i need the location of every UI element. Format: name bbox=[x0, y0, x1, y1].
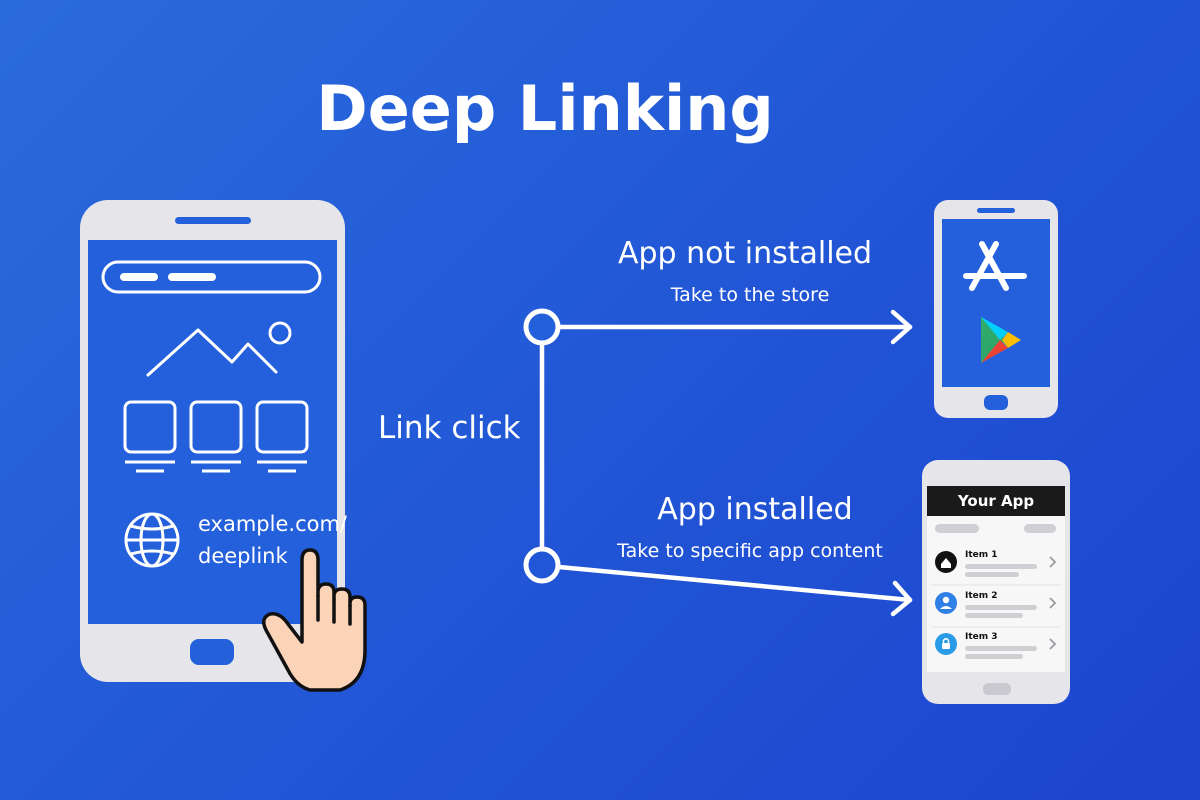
arrowhead-installed bbox=[890, 580, 913, 617]
store-phone-speaker bbox=[977, 208, 1015, 213]
app-phone-home-button[interactable] bbox=[983, 683, 1011, 695]
app-header-title: Your App bbox=[957, 492, 1035, 510]
app-item-label-3: Item 3 bbox=[965, 632, 998, 642]
app-item-label-1: Item 1 bbox=[965, 550, 998, 560]
mountain-image-icon bbox=[146, 328, 278, 377]
deeplink-url-line-2[interactable]: deeplink bbox=[198, 544, 288, 568]
hand-pointer-icon bbox=[262, 548, 367, 692]
link-click-label: Link click bbox=[378, 410, 521, 446]
app-item-label-2: Item 2 bbox=[965, 591, 998, 601]
globe-icon bbox=[124, 512, 180, 568]
app-list-item-1[interactable] bbox=[935, 551, 1057, 577]
store-phone bbox=[934, 200, 1058, 418]
source-phone-speaker bbox=[175, 217, 251, 224]
content-card-1 bbox=[123, 400, 177, 473]
installed-subtitle: Take to specific app content bbox=[617, 540, 883, 562]
flow-connectors bbox=[539, 309, 913, 617]
source-phone-screen bbox=[88, 240, 337, 624]
address-bar[interactable] bbox=[101, 260, 322, 294]
store-phone-home-button[interactable] bbox=[984, 395, 1008, 410]
deeplink-url-line-1[interactable]: example.com/ bbox=[198, 512, 347, 536]
node-not-installed bbox=[523, 308, 561, 346]
chevron-right-icon bbox=[1049, 597, 1057, 609]
app-list-item-2[interactable] bbox=[935, 592, 1057, 618]
app-toolbar-pill-left bbox=[935, 524, 979, 533]
app-toolbar-pill-right bbox=[1024, 524, 1056, 533]
app-list-item-3[interactable] bbox=[935, 633, 1057, 659]
address-bar-placeholder-2 bbox=[168, 273, 216, 281]
app-phone bbox=[922, 460, 1070, 704]
not-installed-subtitle: Take to the store bbox=[670, 284, 830, 306]
installed-title: App installed bbox=[657, 492, 853, 527]
google-play-icon[interactable] bbox=[981, 317, 1021, 363]
not-installed-title: App not installed bbox=[617, 236, 873, 271]
source-phone-home-button[interactable] bbox=[190, 639, 234, 665]
sun-icon bbox=[268, 321, 292, 345]
node-installed bbox=[523, 546, 561, 584]
address-bar-placeholder-1 bbox=[120, 273, 158, 281]
arrow-installed bbox=[556, 564, 913, 603]
chevron-right-icon bbox=[1049, 638, 1057, 650]
app-store-icon[interactable] bbox=[963, 241, 1027, 291]
source-phone bbox=[80, 200, 345, 682]
diagram-title: Deep Linking bbox=[316, 72, 774, 145]
chevron-right-icon bbox=[1049, 556, 1057, 568]
arrowhead-not-installed bbox=[890, 309, 913, 345]
content-card-3 bbox=[255, 400, 309, 473]
content-card-2 bbox=[189, 400, 243, 473]
app-header-bar bbox=[927, 486, 1065, 516]
